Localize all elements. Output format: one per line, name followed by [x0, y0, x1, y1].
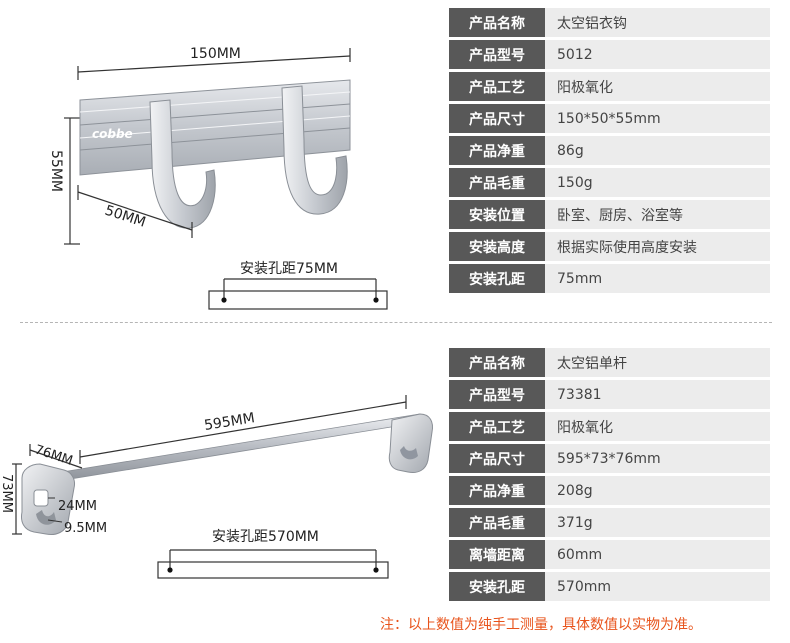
spec-row: 产品名称太空铝衣钩	[449, 8, 770, 40]
section-divider	[20, 322, 772, 323]
spec-value: 根据实际使用高度安装	[545, 232, 770, 264]
hole-spacing-label-bar: 安装孔距570MM	[212, 529, 319, 545]
depth-label: 50MM	[103, 203, 148, 231]
product-section-hook: 150MM 55MM cobbe 5	[48, 8, 770, 310]
spec-value: 208g	[545, 476, 770, 508]
spec-value: 86g	[545, 136, 770, 168]
hook-left	[149, 99, 216, 229]
height-dimension	[64, 117, 80, 245]
bracket-right	[388, 413, 433, 473]
spec-label: 产品尺寸	[449, 104, 545, 136]
spec-label: 安装位置	[449, 200, 545, 232]
spec-label: 产品型号	[449, 380, 545, 412]
spec-label: 产品名称	[449, 8, 545, 40]
spec-value: 60mm	[545, 540, 770, 572]
spec-label: 产品毛重	[449, 508, 545, 540]
spec-row: 安装位置卧室、厨房、浴室等	[449, 200, 770, 232]
spec-value: 595*73*76mm	[545, 444, 770, 476]
spec-label: 产品名称	[449, 348, 545, 380]
bracket-left	[21, 463, 75, 535]
spec-value: 阳极氧化	[545, 412, 770, 444]
spec-value: 150g	[545, 168, 770, 200]
spec-value: 371g	[545, 508, 770, 540]
height-dimension-bar	[12, 463, 22, 535]
spec-value: 75mm	[545, 264, 770, 296]
spec-row: 产品名称太空铝单杆	[449, 348, 770, 380]
spec-value: 太空铝单杆	[545, 348, 770, 380]
spec-value: 太空铝衣钩	[545, 8, 770, 40]
width-label: 150MM	[190, 46, 241, 62]
spec-label: 安装孔距	[449, 264, 545, 296]
hole-spacing-bar	[208, 278, 388, 310]
spec-label: 安装高度	[449, 232, 545, 264]
towel-bar-illustration: 595MM 76MM 73MM	[0, 395, 433, 579]
measurement-note: 注：以上数值为纯手工测量，具体数值以实物为准。	[380, 617, 702, 633]
spec-value: 150*50*55mm	[545, 104, 770, 136]
height-label: 55MM	[48, 150, 64, 192]
height-label-bar: 73MM	[0, 474, 14, 513]
spec-value: 阳极氧化	[545, 72, 770, 104]
brand-logo: cobbe	[92, 127, 133, 141]
spec-value: 570mm	[545, 572, 770, 604]
product-section-towel-bar: 595MM 76MM 73MM	[0, 322, 790, 643]
spec-label: 产品尺寸	[449, 444, 545, 476]
spec-label: 产品工艺	[449, 412, 545, 444]
spec-row: 产品工艺阳极氧化	[449, 72, 770, 104]
spec-label: 产品毛重	[449, 168, 545, 200]
spec-label: 产品净重	[449, 476, 545, 508]
spec-label: 离墙距离	[449, 540, 545, 572]
length-dimension	[79, 395, 407, 464]
depth-dimension-bar	[29, 444, 83, 469]
spec-row: 安装高度根据实际使用高度安装	[449, 232, 770, 264]
spec-label: 产品型号	[449, 40, 545, 72]
width-dimension	[77, 48, 351, 80]
hook-illustration: 150MM 55MM cobbe 5	[48, 46, 388, 310]
rod-diameter-label: 9.5MM	[64, 521, 107, 536]
length-label: 595MM	[203, 410, 256, 434]
spec-label: 产品净重	[449, 136, 545, 168]
bracket-dimension-lines	[47, 497, 63, 523]
spec-label: 安装孔距	[449, 572, 545, 604]
hole-spacing-bar-2	[157, 549, 389, 579]
hole-spacing-label: 安装孔距75MM	[240, 261, 338, 277]
spec-row: 产品工艺阳极氧化	[449, 412, 770, 444]
spec-label: 产品工艺	[449, 72, 545, 104]
hook-right	[281, 85, 348, 215]
spec-value: 卧室、厨房、浴室等	[545, 200, 770, 232]
spec-value: 73381	[545, 380, 770, 412]
bracket-size-label: 24MM	[58, 499, 97, 514]
spec-value: 5012	[545, 40, 770, 72]
depth-dimension	[77, 185, 193, 238]
